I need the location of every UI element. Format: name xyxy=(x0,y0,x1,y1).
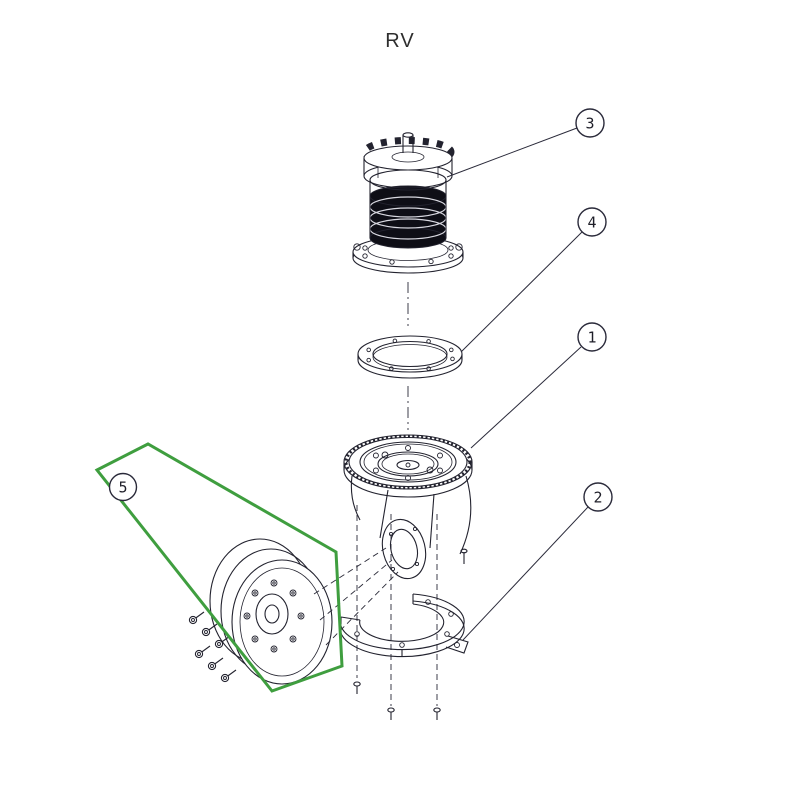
motor-stack xyxy=(369,185,447,249)
part-gear-housing xyxy=(343,434,473,580)
part-motor xyxy=(352,132,464,274)
loose-bolts xyxy=(188,611,237,683)
housing-body xyxy=(350,475,472,580)
part-c-bracket xyxy=(339,593,469,720)
assembly-centerlines xyxy=(356,505,438,706)
callout-5: 5 xyxy=(108,472,138,502)
callout-2-label: 2 xyxy=(593,489,602,507)
callout-3-label: 3 xyxy=(585,115,594,133)
callout-3: 3 xyxy=(575,108,605,138)
drum-alignment-lines xyxy=(313,547,399,646)
drum-bolt-circle xyxy=(243,579,305,653)
highlight-region-part5 xyxy=(94,442,344,693)
callout-2: 2 xyxy=(583,482,613,512)
gear-face xyxy=(343,434,473,498)
callout-1: 1 xyxy=(577,322,607,352)
motor-cap xyxy=(361,137,455,189)
bracket-screws xyxy=(353,681,441,720)
callout-4: 4 xyxy=(577,207,607,237)
callout-4-label: 4 xyxy=(587,214,596,232)
callout-1-label: 1 xyxy=(587,329,596,347)
leader-lines xyxy=(446,127,589,641)
callout-5-label: 5 xyxy=(118,479,127,497)
part-ring-spacer xyxy=(357,335,463,379)
part-drum xyxy=(209,538,333,685)
motor-shaft xyxy=(402,132,414,153)
drawing-title: RV xyxy=(385,30,415,52)
